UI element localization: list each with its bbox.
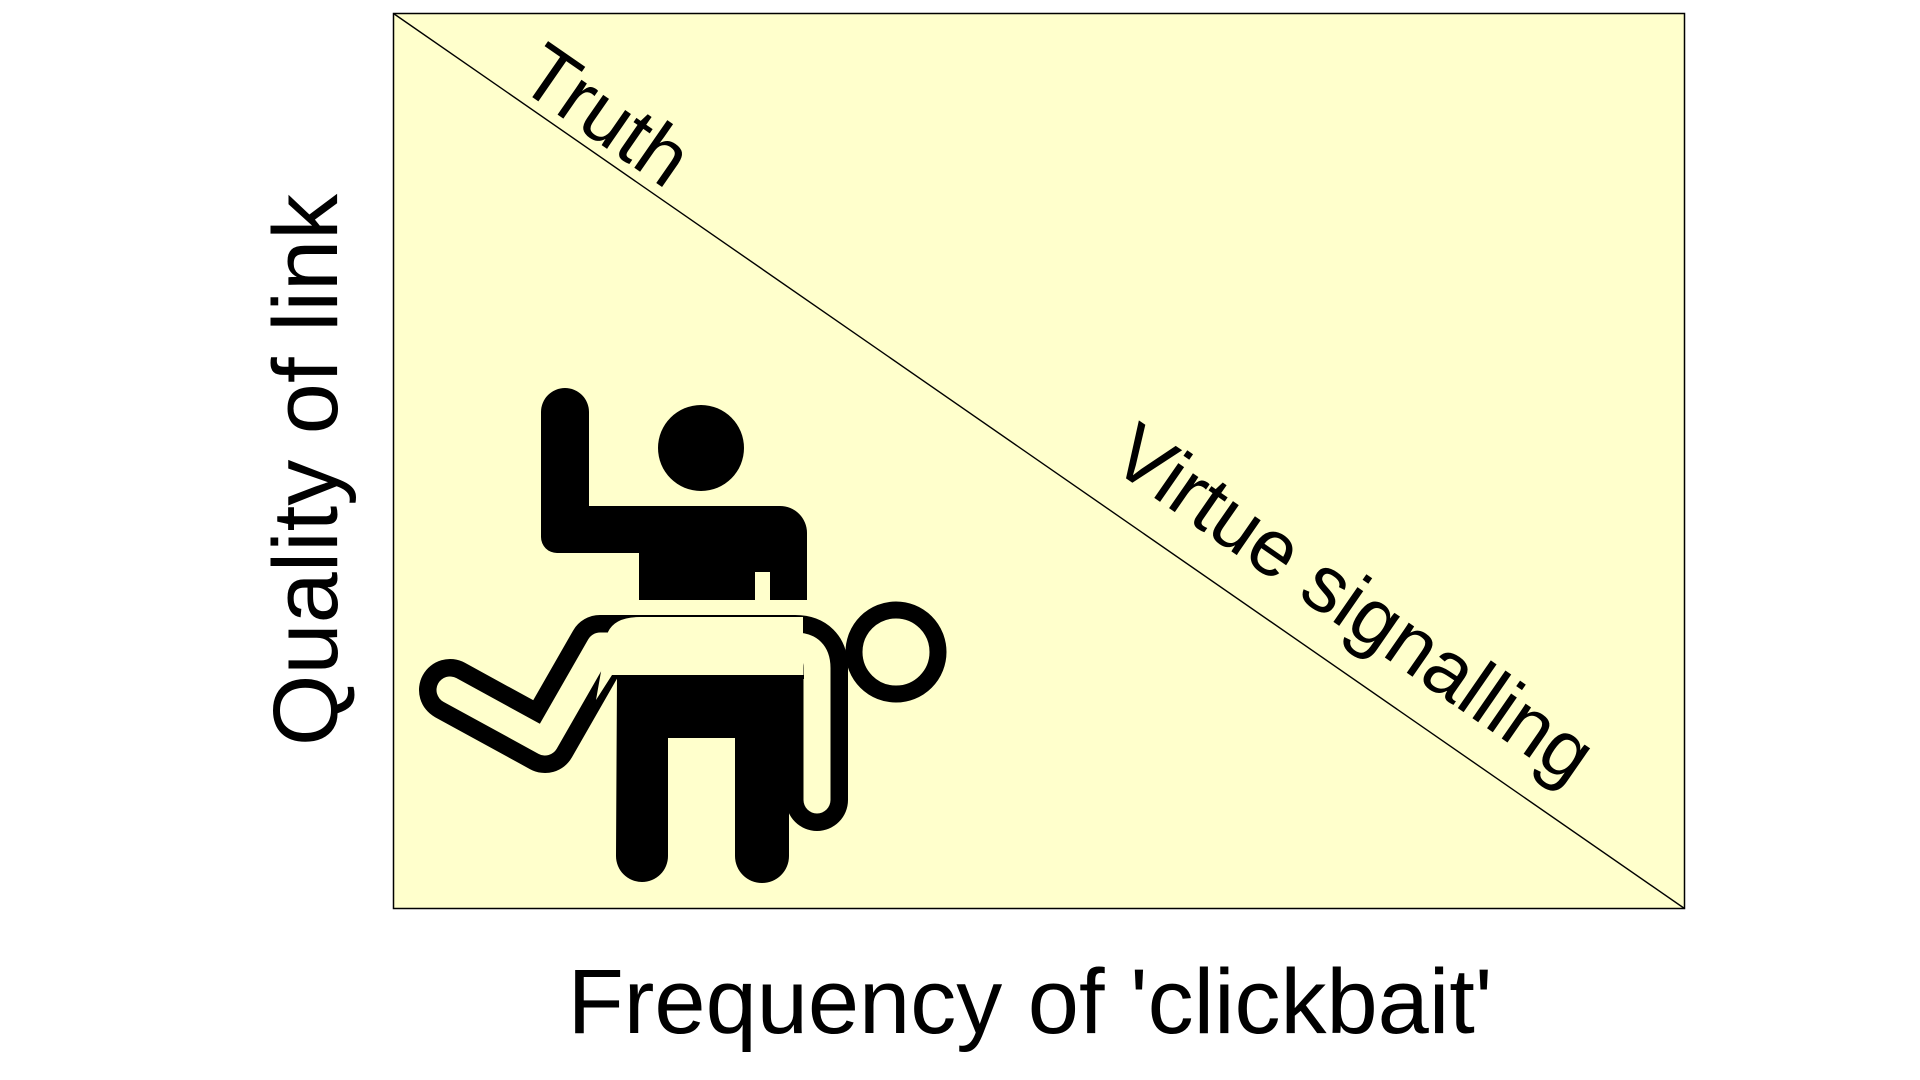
y-axis-label: Quality of link — [255, 193, 357, 746]
x-axis-label: Frequency of 'clickbait' — [568, 951, 1493, 1053]
restrained-head-icon — [845, 601, 947, 703]
diagonal-divider — [393, 12, 1685, 910]
torso-notch — [755, 572, 770, 600]
person-legs-icon — [616, 675, 804, 883]
person-restraining-person-icon — [419, 388, 947, 883]
hips-top — [617, 675, 804, 679]
raised-arm-icon — [541, 388, 807, 600]
person-head-icon — [658, 405, 744, 491]
restrained-arm-band — [596, 617, 803, 700]
